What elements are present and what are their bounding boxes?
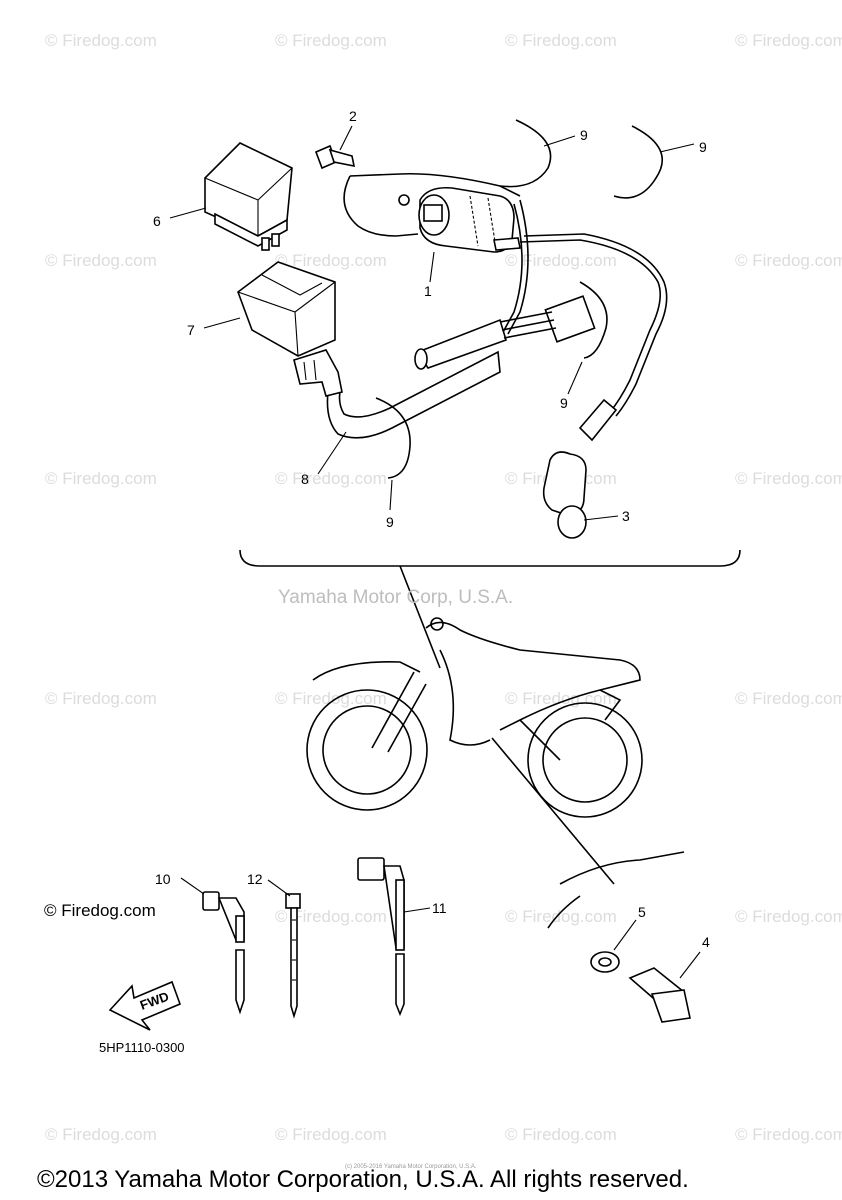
watermark: © Firedog.com [45,689,157,708]
ignition-coil [398,186,521,253]
watermark: © Firedog.com [505,31,617,50]
cable-tie-12 [285,893,301,1019]
callout-9: 9 [580,127,588,143]
cdi-unit [204,142,293,251]
callout-11: 11 [432,900,447,916]
watermark-grid: © Firedog.com © Firedog.com © Firedog.co… [45,31,842,1144]
watermark: © Firedog.com [735,31,842,50]
callout-6: 6 [153,213,161,229]
watermark: © Firedog.com [275,907,387,926]
callout-9: 9 [560,395,568,411]
watermark: © Firedog.com [275,31,387,50]
watermark: © Firedog.com [275,251,387,270]
callout-leaders [169,125,695,521]
watermark: © Firedog.com [45,251,157,270]
leader-line [491,737,615,885]
clamp [375,119,664,479]
firedog-label: © Firedog.com [44,901,156,920]
fwd-arrow-icon: FWD [108,980,182,1031]
leader-line [399,565,441,669]
callout-10: 10 [155,871,171,887]
watermark: © Firedog.com [45,1125,157,1144]
diagram-code: 5HP1110-0300 [99,1040,185,1055]
callout-9: 9 [699,139,707,155]
callout-3: 3 [622,508,630,524]
group-bracket [239,549,741,567]
callout-leader [267,879,291,897]
watermark: © Firedog.com [735,469,842,488]
center-watermark: Yamaha Motor Corp, U.S.A. [278,587,513,608]
bracket-wire-10 [202,891,245,1015]
callout-1: 1 [424,283,432,299]
callout-5: 5 [638,904,646,920]
detail-edge [547,895,581,929]
callout-8: 8 [301,471,309,487]
washer [590,951,620,973]
watermark: © Firedog.com [275,689,387,708]
watermark: © Firedog.com [735,251,842,270]
cdi-holder [237,261,336,357]
callout-9: 9 [386,514,394,530]
callout-leader [679,951,701,979]
wire-harness [293,172,668,439]
callout-numbers: 2 6 7 1 9 9 9 9 8 3 5 4 10 12 11 [153,108,710,950]
callout-4: 4 [702,934,710,950]
watermark: © Firedog.com [505,1125,617,1144]
callout-leader [613,919,637,951]
callout-2: 2 [349,108,357,124]
callout-7: 7 [187,322,195,338]
motorcycle-outline [306,617,643,818]
watermark: © Firedog.com [45,31,157,50]
detail-edge [559,851,685,885]
callout-leader [180,877,205,895]
watermark: © Firedog.com [275,469,387,488]
watermark: © Firedog.com [735,689,842,708]
watermark: © Firedog.com [505,251,617,270]
callout-leader [403,907,431,913]
watermark: © Firedog.com [735,907,842,926]
bolt [314,144,356,170]
callout-12: 12 [247,871,263,887]
tiny-copyright: (c) 2005-2016 Yamaha Motor Corporation, … [345,1164,477,1170]
watermark: © Firedog.com [45,469,157,488]
watermark: © Firedog.com [275,1125,387,1144]
spark-plug-cap [542,398,618,539]
harness-wire-11 [357,857,405,1017]
mounting-bolt [628,967,691,1023]
footer-copyright: ©2013 Yamaha Motor Corporation, U.S.A. A… [37,1166,689,1193]
watermark: © Firedog.com [735,1125,842,1144]
watermark: © Firedog.com [505,907,617,926]
